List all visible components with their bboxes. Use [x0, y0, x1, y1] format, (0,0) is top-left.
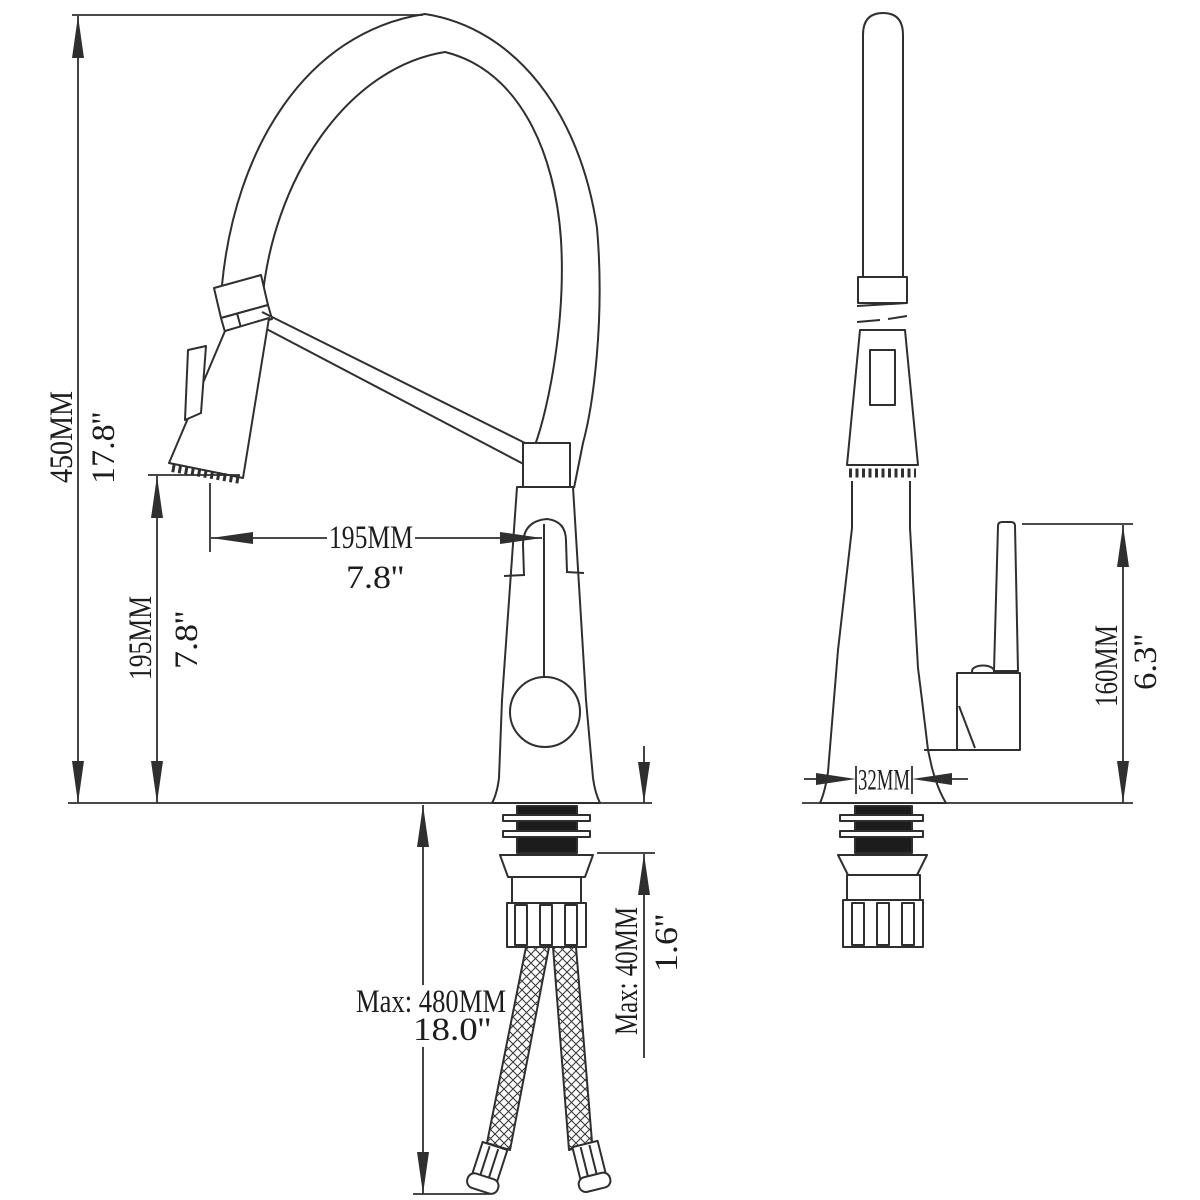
label-bg-hose-length-mm: [352, 985, 510, 1019]
label-deck-thickness-inch: 1.6'': [649, 914, 685, 972]
connector-slot-3-side: [901, 902, 915, 946]
spout-arch-outer-line: [221, 13, 601, 489]
arrow-40-up: [638, 854, 650, 895]
connector-slot-1-side: [851, 902, 865, 946]
label-overall-height-mm: 450MM: [44, 391, 80, 483]
arrow-32-right: [816, 773, 856, 785]
spout-arch-inner-line: [261, 51, 563, 446]
connector-slot-3: [564, 904, 578, 946]
swivel-ball-joint: [509, 676, 581, 748]
wand-collar-side: [857, 276, 908, 304]
label-overall-height-inch: 17.8'': [86, 412, 122, 484]
label-deck-thickness-mm: Max: 40MM: [609, 907, 645, 1035]
threaded-shank-side: [854, 805, 913, 854]
label-handle-height-mm: 160MM: [1089, 625, 1125, 707]
hose-end-fitting-left: [466, 1140, 509, 1195]
spray-head-button-tab: [184, 345, 207, 421]
spray-head-aerator-serration: [171, 464, 242, 484]
shank-washer-2-side: [839, 830, 924, 838]
label-spout-reach-inch: 7.8'': [346, 560, 404, 596]
mounting-nut-side: [837, 854, 928, 876]
label-spout-height-inch: 7.8'': [169, 611, 205, 669]
threaded-shank-front: [516, 805, 578, 854]
dimension-lines: [68, 14, 1133, 1195]
label-bg-hose-length-inch: [410, 1014, 496, 1047]
supply-hose-left: [486, 946, 550, 1151]
arrow-32-left: [912, 773, 952, 785]
spray-head-collar-band: [220, 304, 273, 333]
nut-body-front: [511, 876, 582, 904]
arrow-195h-left: [211, 532, 253, 544]
dimension-arrows: [72, 16, 1129, 1194]
front-view: [168, 13, 612, 1195]
connector-slot-2: [539, 904, 553, 946]
spray-head-window-side: [869, 349, 896, 406]
arrow-40-down: [638, 762, 650, 803]
label-bg-base-width: [858, 765, 911, 794]
arrow-160-down: [1117, 761, 1129, 803]
shank-washer-1-front: [502, 814, 591, 822]
wand-outline-side: [862, 12, 904, 278]
dimension-labels: 450MM 17.8'' 195MM 7.8'' 195MM 7.8'' Max…: [44, 391, 1164, 1048]
arrow-480-down: [417, 1152, 429, 1194]
arrow-160-up: [1117, 525, 1129, 567]
joint-band-low-left-side: [856, 319, 881, 323]
arrow-195v-down: [151, 761, 163, 803]
hose-guide-arm-lower: [256, 323, 572, 490]
joint-band-low-right-side: [887, 315, 908, 320]
side-view: [819, 12, 1021, 948]
supply-hose-right: [552, 946, 593, 1151]
hose-end-fitting-right: [571, 1139, 612, 1193]
arrow-450-down: [72, 761, 84, 803]
label-base-width-mm: 32MM: [858, 764, 910, 797]
shank-washer-1-side: [839, 814, 924, 822]
connector-slot-2-side: [876, 902, 890, 946]
label-spout-reach-mm: 195MM: [329, 520, 413, 556]
spout-base-block: [522, 442, 571, 488]
hose-guide-arm-upper: [261, 311, 526, 444]
arrow-195h-right: [500, 532, 542, 544]
mounting-nut-front: [499, 854, 594, 878]
handle-lever-side: [993, 521, 1019, 672]
bonnet-step-right: [565, 571, 585, 574]
handle-base-block-side: [956, 672, 1021, 751]
label-handle-height-inch: 6.3'': [1128, 634, 1164, 690]
label-bg-spout-reach: [327, 521, 415, 554]
arrow-195v-up: [151, 476, 163, 518]
spray-head-body: [168, 317, 270, 479]
joint-band-top-side: [856, 302, 908, 307]
shank-washer-2-front: [502, 830, 591, 838]
arrow-450-up: [72, 16, 84, 58]
nut-body-side: [846, 874, 921, 901]
bonnet-step-left: [503, 574, 526, 577]
connector-slot-1: [514, 904, 528, 946]
handle-block-detail: [958, 705, 976, 749]
label-spout-height-mm: 195MM: [123, 596, 159, 680]
label-hose-length-inch: 18.0'': [413, 1012, 491, 1048]
faucet-body-side: [819, 481, 947, 804]
arrow-480-up: [417, 805, 429, 847]
